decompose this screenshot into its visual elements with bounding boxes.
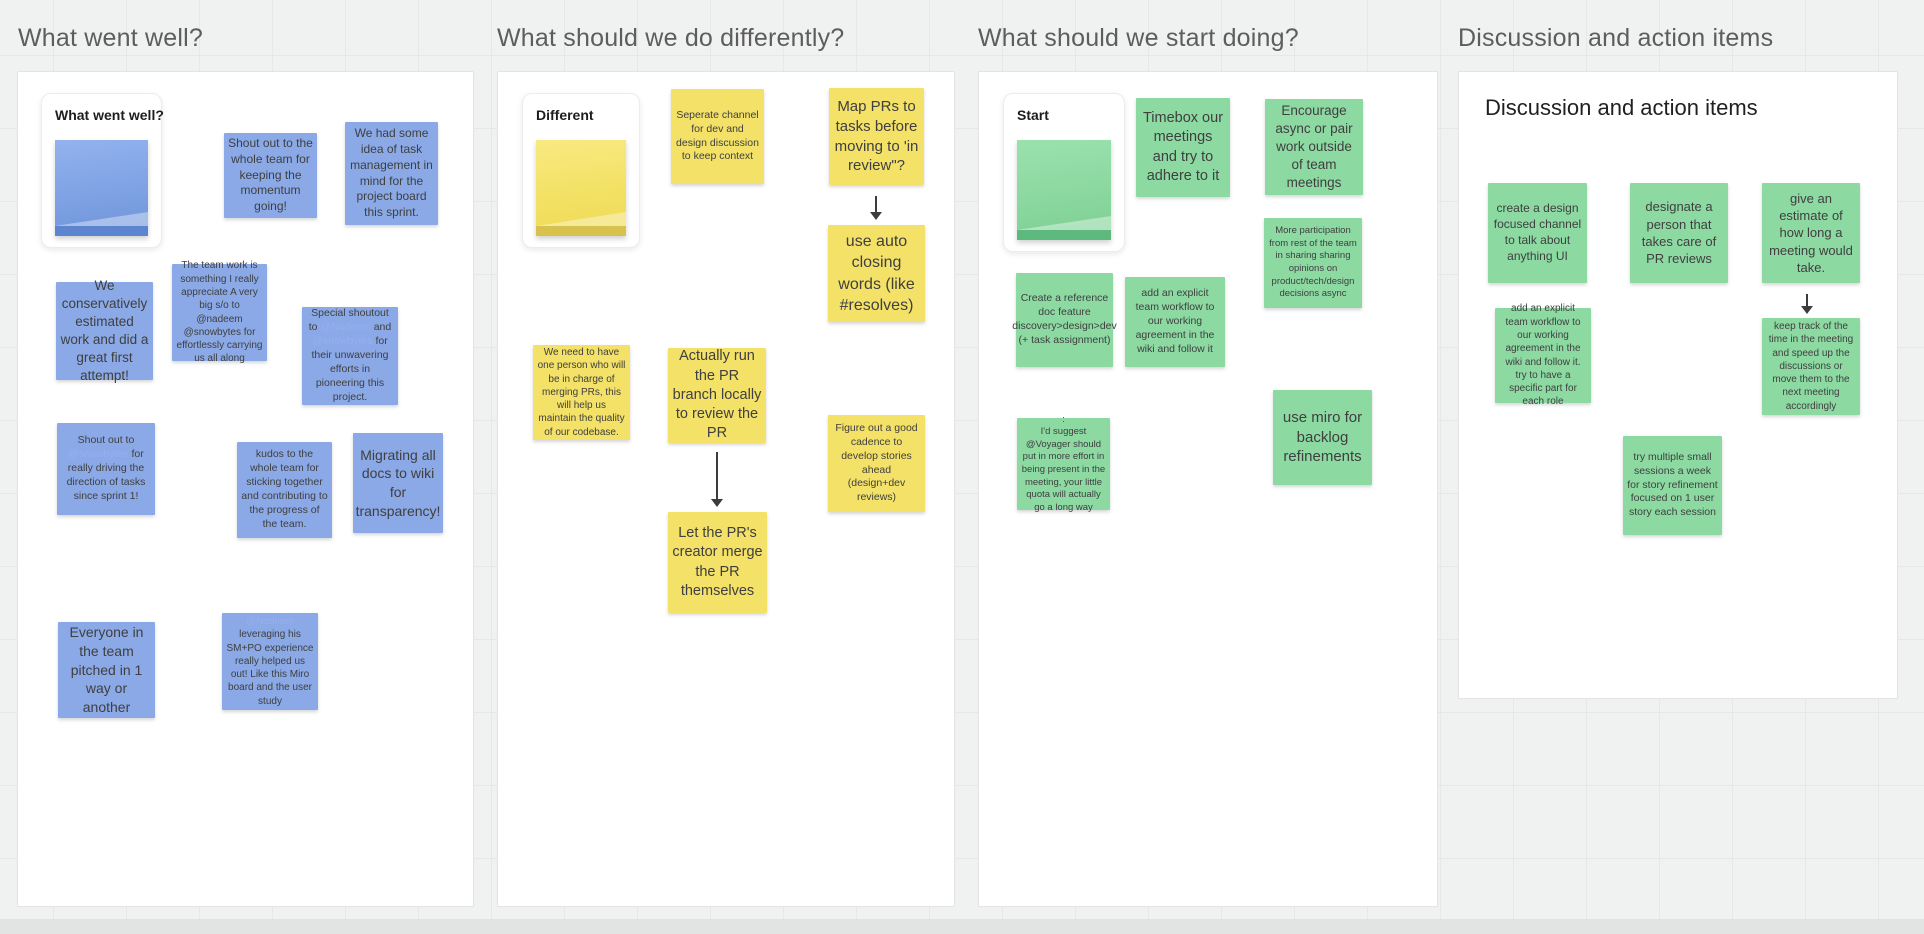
sticky-note[interactable]: add an explicit team workflow to our wor… (1495, 303, 1591, 407)
sticky-note-text: We conservatively estimated work and did… (60, 278, 149, 383)
discussion-panel-title[interactable]: Discussion and action items (1485, 95, 1758, 120)
sticky-note-text: More participation from rest of the team… (1269, 225, 1357, 300)
sticky-note-text: designate a person that takes care of PR… (1641, 199, 1717, 267)
sticky-note-text: Timebox our meetings and try to adhere t… (1142, 109, 1224, 184)
sticky-note-text: Actually run the PR branch locally to re… (672, 348, 762, 442)
sticky-pack-card-start[interactable]: Start (1003, 93, 1125, 252)
sticky-note[interactable]: We had some idea of task management in m… (345, 122, 438, 225)
sticky-note[interactable]: Migrating all docs to wiki for transpare… (353, 433, 443, 533)
sticky-note[interactable]: Everyone in the team pitched in 1 way or… (58, 622, 155, 718)
mention-snowbytes: @snowbytes (68, 448, 129, 461)
sticky-note-text: We had some idea of task management in m… (350, 125, 433, 220)
sticky-note[interactable]: : I'd suggest @Voyager should put in mor… (1017, 414, 1110, 513)
sticky-note[interactable]: try multiple small sessions a week for s… (1623, 436, 1722, 535)
sticky-note-text: We need to have one person who will be i… (537, 346, 626, 438)
sticky-note[interactable]: keep track of the time in the meeting an… (1762, 318, 1860, 415)
sticky-note[interactable]: add an explicit team workflow to our wor… (1125, 277, 1225, 367)
sticky-note-text: kudos to the whole team for sticking tog… (241, 448, 328, 530)
sticky-note[interactable]: Let the PR's creator merge the PR themse… (668, 512, 767, 613)
arrow-down-icon[interactable] (710, 452, 724, 507)
sticky-note[interactable]: Shout out to @snowbytes for really drivi… (57, 423, 155, 515)
sticky-note-text: add an explicit team workflow to our wor… (1505, 303, 1581, 408)
sticky-note-text: give an estimate of how long a meeting w… (1769, 190, 1853, 275)
sticky-note-text: Shout out to the whole team for keeping … (228, 135, 313, 214)
sticky-note[interactable]: create a design focused channel to talk … (1488, 183, 1587, 283)
yellow-sticky-stack-icon (536, 140, 626, 236)
sticky-note[interactable]: Actually run the PR branch locally to re… (668, 348, 766, 443)
frame-title-do-differently[interactable]: What should we do differently? (497, 24, 845, 52)
sticky-note[interactable]: Create a reference doc feature discovery… (1012, 273, 1117, 367)
green-sticky-stack-icon (1017, 140, 1111, 240)
sticky-note-text: Let the PR's creator merge the PR themse… (672, 524, 763, 599)
sticky-note[interactable]: use auto closing words (like #resolves) (828, 225, 925, 322)
card-title-went-well: What went well? (55, 107, 164, 123)
sticky-pack-card-different[interactable]: Different (522, 93, 640, 248)
sticky-note-text: Everyone in the team pitched in 1 way or… (69, 624, 144, 715)
sticky-note-text: Map PRs to tasks before moving to 'in re… (834, 97, 919, 175)
sticky-note-text: : I'd suggest @Voyager should put in mor… (1021, 413, 1106, 513)
sticky-note[interactable]: Special shoutout to @Nadeem and @snowbyt… (302, 307, 398, 405)
sticky-note[interactable]: Shout out to the whole team for keeping … (224, 133, 317, 218)
sticky-note-text: add an explicit team workflow to our wor… (1135, 287, 1215, 355)
sticky-note-text: Seperate channel for dev and design disc… (676, 108, 759, 163)
mention-nadeem: @Nadeem (320, 321, 371, 334)
sticky-note[interactable]: Encourage async or pair work outside of … (1265, 99, 1363, 195)
frame-title-start-doing[interactable]: What should we start doing? (978, 24, 1299, 52)
sticky-note-text: Create a reference doc feature discovery… (1012, 292, 1117, 346)
sticky-note-text: Figure out a good cadence to develop sto… (835, 421, 918, 504)
sticky-note[interactable]: We need to have one person who will be i… (533, 345, 630, 440)
sticky-note-text: Migrating all docs to wiki for transpare… (355, 446, 441, 519)
sticky-note-text: Shout out to @snowbytes for really drivi… (66, 434, 146, 502)
sticky-note-text: use auto closing words (like #resolves) (838, 232, 915, 314)
sticky-pack-card-went-well[interactable]: What went well? (41, 93, 164, 248)
sticky-note[interactable]: The team work is something I really appr… (172, 260, 267, 364)
sticky-note[interactable]: More participation from rest of the team… (1264, 218, 1362, 308)
sticky-note[interactable]: Timebox our meetings and try to adhere t… (1136, 98, 1230, 197)
card-title-start: Start (1017, 107, 1049, 123)
sticky-note[interactable]: Seperate channel for dev and design disc… (671, 89, 764, 184)
sticky-note[interactable]: We conservatively estimated work and did… (56, 278, 153, 383)
frame-title-discussion[interactable]: Discussion and action items (1458, 24, 1774, 52)
canvas-edge-strip (0, 919, 1924, 934)
mention-snowbytes: @snowbytes (312, 335, 373, 348)
sticky-note[interactable]: give an estimate of how long a meeting w… (1762, 183, 1860, 283)
card-title-different: Different (536, 107, 594, 123)
sticky-note[interactable]: use miro for backlog refinements (1273, 390, 1372, 485)
sticky-note-text: try multiple small sessions a week for s… (1627, 450, 1718, 519)
sticky-note-text: create a design focused channel to talk … (1493, 201, 1582, 263)
sticky-note-text: Special shoutout to @Nadeem and @snowbyt… (308, 307, 392, 403)
mention-nadeem: @Nadeem (246, 615, 294, 627)
arrow-down-icon[interactable] (869, 196, 883, 220)
sticky-note-text: keep track of the time in the meeting an… (1768, 320, 1854, 412)
sticky-note-text: The team work is something I really appr… (176, 260, 263, 365)
sticky-note-text: use miro for backlog refinements (1282, 408, 1363, 466)
sticky-note-text: @Nadeem leveraging his SM+PO experience … (226, 615, 314, 707)
sticky-note[interactable]: @Nadeem leveraging his SM+PO experience … (222, 613, 318, 710)
sticky-note[interactable]: kudos to the whole team for sticking tog… (237, 442, 332, 538)
sticky-note[interactable]: Figure out a good cadence to develop sto… (828, 415, 925, 512)
arrow-down-icon[interactable] (1800, 294, 1814, 314)
frame-title-what-went-well[interactable]: What went well? (18, 24, 204, 52)
blue-sticky-stack-icon (55, 140, 148, 236)
sticky-note-text: Encourage async or pair work outside of … (1275, 103, 1353, 190)
sticky-note[interactable]: Map PRs to tasks before moving to 'in re… (829, 88, 924, 185)
sticky-note[interactable]: designate a person that takes care of PR… (1630, 183, 1728, 283)
